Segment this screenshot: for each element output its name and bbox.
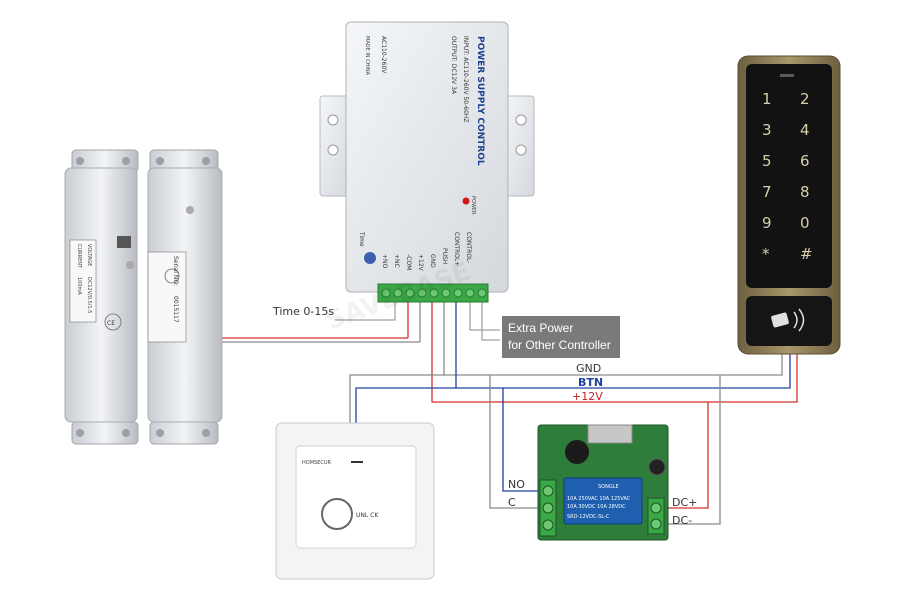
terminal-labels: +NO +NC -COM +12V GND PUSH CONTROL+ CONT… (381, 232, 472, 272)
power-supply: POWER SUPPLY CONTROL INPUT: AC110-260V 5… (319, 21, 535, 303)
terminal-label-6: CONTROL+ (453, 232, 460, 266)
power-led-label: POWER (470, 196, 476, 215)
key-3[interactable]: 3 (762, 121, 772, 139)
time-label: Time (358, 231, 365, 247)
exit-button-text: UNL CK (356, 512, 379, 519)
terminal-label-4: GND (429, 254, 436, 268)
extra-power-label-2: for Other Controller (508, 338, 611, 352)
btn-label: BTN (578, 376, 603, 389)
power-supply-title: POWER SUPPLY CONTROL (475, 36, 485, 166)
extra-power-pointer (469, 300, 500, 331)
relay-dcplus-label: DC+ (672, 496, 697, 509)
relay-dcplus-wire (660, 402, 709, 509)
key-1[interactable]: 1 (762, 90, 772, 108)
relay-coil (565, 440, 589, 464)
extra-power-label: Extra Power (508, 321, 574, 335)
terminal-label-1: +NC (393, 254, 400, 268)
terminal-label-7: CONTROL- (465, 232, 472, 263)
exit-button-brand: HOMSECUR (302, 460, 331, 466)
lock-current-value: 100mA (76, 277, 82, 295)
exit-wire-gray (349, 374, 444, 425)
btn-wire (455, 300, 791, 389)
lock-voltage-label: VOLTAGE (86, 244, 92, 266)
terminal-label-3: +12V (417, 254, 424, 272)
time-range-label: Time 0-15s (272, 305, 334, 318)
terminal-screws (381, 288, 487, 298)
power-supply-made-in: MADE IN CHINA (364, 36, 370, 76)
exit-button: HOMSECUR UNL CK (275, 422, 435, 580)
extra-power-pointer-2 (481, 300, 500, 341)
relay-dcminus-label: DC- (672, 514, 692, 527)
power-supply-output: OUTPUT: DC12V 3A (450, 36, 457, 95)
relay-dcminus-wire (660, 375, 721, 525)
bolt-lock-body: VOLTAGE DC12V/0.5/1.5 CURRENT 100mA CE (64, 149, 139, 445)
gnd-wire (443, 300, 783, 376)
time-pointer-line (335, 300, 396, 321)
time-potentiometer[interactable] (364, 252, 376, 264)
relay-module: SONGLE 10A 250VAC 10A 125VAC 10A 30VDC 1… (537, 424, 669, 541)
card-reader-area[interactable] (746, 296, 832, 346)
power-supply-input: INPUT: AC110-260V 50-60HZ (462, 36, 469, 123)
relay-c-wire (489, 375, 546, 509)
plus12v-wire (431, 300, 798, 403)
relay-line-1: 10A 250VAC 10A 125VAC (567, 496, 631, 502)
plus12v-label: +12V (572, 390, 603, 403)
lock-serial-label: Serial NO: (172, 256, 179, 286)
key-6[interactable]: 6 (800, 152, 810, 170)
key-star[interactable]: * (762, 245, 770, 263)
terminal-label-2: -COM (405, 254, 412, 270)
lock-serial-value: 0015117 (172, 296, 179, 323)
key-4[interactable]: 4 (800, 121, 810, 139)
key-hash[interactable]: # (800, 245, 813, 263)
terminal-label-0: +NO (381, 254, 388, 269)
relay-model: SRD-12VDC-SL-C (567, 514, 610, 520)
key-2[interactable]: 2 (800, 90, 810, 108)
key-icon (321, 498, 353, 530)
keypad-screen (746, 64, 832, 288)
wires (222, 300, 798, 525)
relay-cube (563, 477, 643, 525)
key-9[interactable]: 9 (762, 214, 772, 232)
key-8[interactable]: 8 (800, 183, 810, 201)
relay-line-2: 10A 30VDC 10A 28VDC (567, 504, 626, 510)
key-7[interactable]: 7 (762, 183, 772, 201)
keypad: 1 2 3 4 5 6 7 8 9 0 * # (737, 55, 841, 355)
power-supply-ac: AC110-260V (380, 36, 387, 74)
power-led (462, 197, 470, 205)
bolt-lock-strike: Serial NO: 0015117 (147, 149, 223, 445)
relay-c-label: C (508, 496, 516, 509)
relay-no-label: NO (508, 478, 525, 491)
extra-power-callout: Extra Power for Other Controller (502, 316, 620, 358)
key-5[interactable]: 5 (762, 152, 772, 170)
relay-brand: SONGLE (598, 484, 619, 490)
lock-current-label: CURRENT (76, 244, 82, 269)
lock-voltage-value: DC12V/0.5/1.5 (86, 277, 92, 313)
rfid-card-icon (771, 308, 805, 332)
gnd-label: GND (576, 362, 601, 375)
exit-button-face[interactable] (295, 445, 417, 549)
bolt-lock: VOLTAGE DC12V/0.5/1.5 CURRENT 100mA CE S… (64, 149, 223, 445)
relay-no-wire (502, 388, 546, 492)
key-0[interactable]: 0 (800, 214, 810, 232)
terminal-label-5: PUSH (441, 248, 448, 264)
exit-wire-blue (355, 387, 456, 425)
lock-ce-mark: CE (107, 320, 115, 327)
